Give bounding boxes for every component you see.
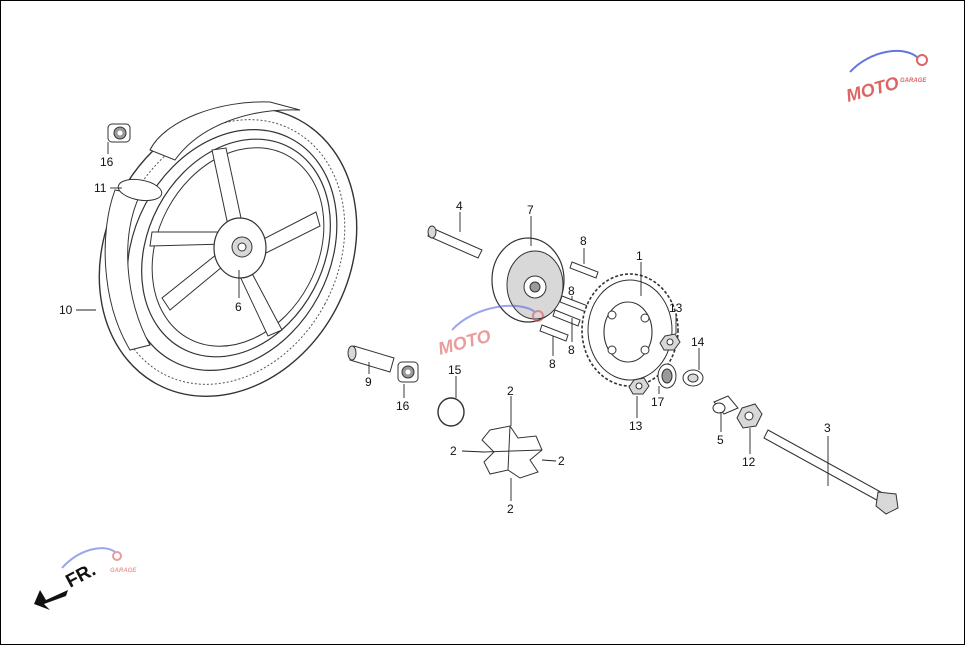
callout-2: 2 — [507, 502, 514, 516]
leader-lines — [76, 142, 829, 501]
front-arrow-icon — [34, 590, 68, 610]
watermark-sub: GARAGE — [900, 78, 927, 84]
callout-10: 10 — [59, 303, 73, 317]
callout-13: 13 — [629, 419, 643, 433]
bearing-17 — [657, 363, 677, 389]
callout-11: 11 — [94, 181, 107, 195]
callout-2: 2 — [507, 384, 514, 398]
callout-8: 8 — [580, 234, 587, 248]
axle-3 — [763, 429, 899, 515]
callout-14: 14 — [691, 335, 705, 349]
callout-16: 16 — [100, 155, 114, 169]
watermark-logo: MOTO — [436, 326, 493, 359]
axle-nut-12 — [736, 403, 763, 429]
axle-sleeve-4 — [427, 225, 483, 259]
callout-8: 8 — [549, 357, 556, 371]
sprocket-1 — [581, 273, 679, 387]
bearing-bottom — [397, 361, 419, 383]
wheel-assembly — [98, 101, 358, 397]
callout-labels: 1 2 2 2 2 3 4 5 6 7 8 8 8 8 9 10 11 12 1… — [59, 155, 831, 516]
watermark-logo: MOTO — [844, 73, 901, 106]
spacer-5 — [712, 395, 739, 415]
front-direction-indicator: FR. — [34, 560, 99, 610]
callout-16: 16 — [396, 399, 410, 413]
callout-7: 7 — [527, 203, 534, 217]
watermark-swoosh-icon — [849, 49, 919, 73]
callout-2: 2 — [558, 454, 565, 468]
spacer-9 — [347, 345, 395, 373]
callout-8: 8 — [568, 284, 575, 298]
callout-17: 17 — [651, 395, 665, 409]
watermark-sub: GARAGE — [110, 568, 137, 574]
callout-4: 4 — [456, 199, 463, 213]
callout-13: 13 — [669, 301, 683, 315]
callout-6: 6 — [235, 300, 242, 314]
callout-5: 5 — [717, 433, 724, 447]
watermark-bottom-left: GARAGE — [61, 547, 137, 574]
callout-1: 1 — [636, 249, 643, 263]
watermark-gear-icon — [916, 54, 928, 66]
nuts-13 — [628, 333, 681, 395]
callout-12: 12 — [742, 455, 756, 469]
callout-15: 15 — [448, 363, 462, 377]
front-label: FR. — [62, 560, 99, 593]
callout-3: 3 — [824, 421, 831, 435]
bearing-top — [107, 123, 131, 143]
damper-rubbers-2 — [481, 425, 543, 479]
watermark-top-right: MOTO GARAGE — [844, 49, 928, 106]
callout-2: 2 — [450, 444, 457, 458]
callout-9: 9 — [365, 375, 372, 389]
inner-tube — [104, 189, 151, 351]
sprocket-hub-7 — [491, 237, 565, 323]
o-ring-15 — [437, 397, 465, 427]
collar-14 — [682, 369, 704, 387]
stud-bolts-8 — [539, 261, 599, 342]
callout-8: 8 — [568, 343, 575, 357]
